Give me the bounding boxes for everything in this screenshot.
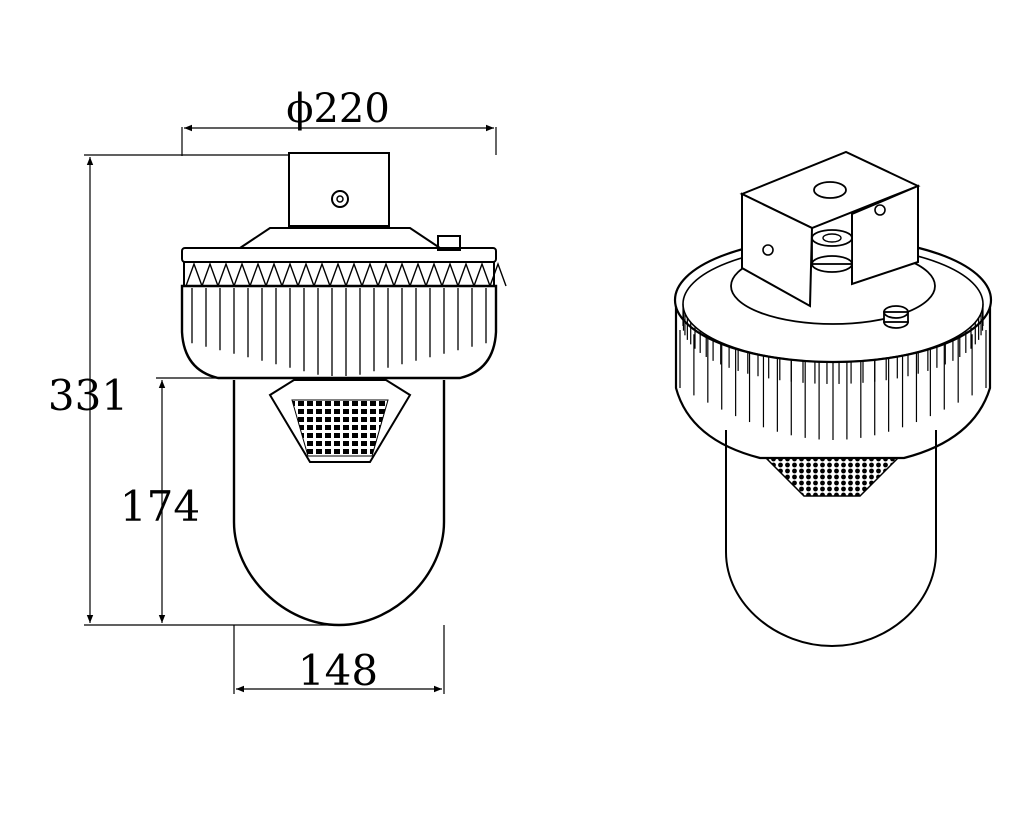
bracket-bolt-icon [331,190,349,208]
total-height-label: 331 [48,371,128,420]
led-cone [268,379,412,463]
fin-tooth [265,261,283,287]
front-mounting-bracket [288,152,390,227]
fin-tooth [329,261,347,287]
iso-bracket-left [741,192,814,308]
fin-tooth [297,261,315,287]
fin-tooth [425,261,443,287]
fin-tooth [217,261,235,287]
iso-led-cone [764,457,900,497]
front-fin-band-top [185,261,507,287]
fin-tooth [489,261,507,287]
fin-tooth [233,261,251,287]
iso-vent-plug [883,311,909,323]
fin-tooth [313,261,331,287]
fin-tooth [345,261,363,287]
iso-heatsink [674,300,992,460]
front-view [180,152,507,627]
diameter-label: ϕ220 [286,86,390,132]
fin-tooth [441,261,459,287]
fin-tooth [249,261,267,287]
iso-bracket-right [851,184,919,286]
dimension-lines [84,124,497,694]
fin-tooth [393,261,411,287]
fin-tooth [409,261,427,287]
front-heatsink-fins [191,288,487,376]
fin-tooth [185,261,203,287]
front-top-dome [236,227,444,249]
isometric-view [673,150,993,648]
front-heatsink [180,284,498,380]
fin-tooth [281,261,299,287]
globe-width-label: 148 [298,646,378,695]
vent-plug [437,235,461,251]
fin-tooth [201,261,219,287]
led-array [291,399,389,457]
globe-height-label: 174 [120,482,200,531]
iso-heatsink-fins [679,330,987,440]
fin-tooth [473,261,491,287]
fin-tooth [361,261,379,287]
fin-tooth [377,261,395,287]
iso-ring-teeth [682,304,984,384]
fin-tooth [457,261,475,287]
iso-globe [725,430,937,648]
